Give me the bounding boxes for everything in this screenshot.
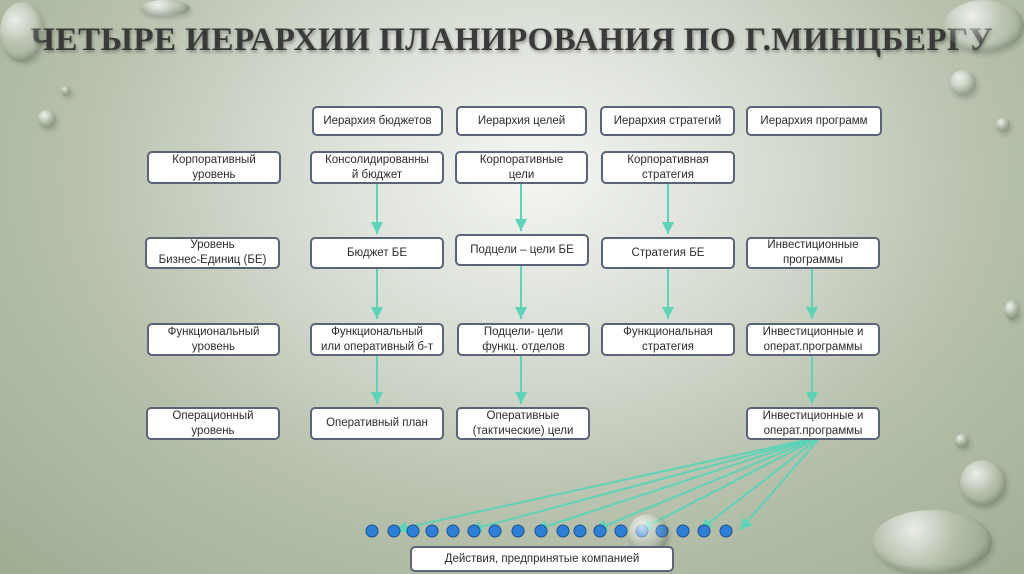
header-strategy-hierarchy: Иерархия стратегий — [600, 106, 735, 136]
bubble-decoration — [960, 460, 1006, 506]
bubble-decoration — [950, 70, 976, 96]
cell-goal-corporate: Корпоративные цели — [455, 151, 588, 184]
cell-goal-functional: Подцели- цели функц. отделов — [457, 323, 590, 356]
header-goal-hierarchy: Иерархия целей — [456, 106, 587, 136]
cell-budget-operational: Оперативный план — [310, 407, 444, 440]
bubble-decoration — [872, 510, 992, 574]
bubble-decoration — [955, 434, 969, 448]
action-dot — [365, 524, 379, 538]
bubble-decoration — [996, 118, 1010, 132]
action-dot — [446, 524, 460, 538]
cell-program-business: Инвестиционные программы — [746, 237, 880, 269]
action-dot — [593, 524, 607, 538]
cell-goal-operational: Оперативные (тактические) цели — [456, 407, 590, 440]
fan-arrow-3 — [534, 439, 811, 532]
fan-arrow-1 — [394, 439, 807, 534]
fan-arrow-7 — [739, 439, 819, 531]
action-dot — [425, 524, 439, 538]
action-dot — [697, 524, 711, 538]
action-dot — [511, 524, 525, 538]
fan-arrow-2 — [469, 439, 809, 533]
bubble-decoration — [944, 0, 1024, 52]
bubble-decoration — [61, 86, 71, 96]
level-business: Уровень Бизнес-Единиц (БЕ) — [145, 237, 280, 269]
action-dot — [387, 524, 401, 538]
cell-goal-business: Подцели – цели БЕ — [455, 234, 589, 266]
header-budget-hierarchy: Иерархия бюджетов — [312, 106, 443, 136]
bubble-decoration — [1005, 300, 1019, 320]
action-dot — [534, 524, 548, 538]
level-operational: Операционный уровень — [146, 407, 280, 440]
header-program-hierarchy: Иерархия программ — [746, 106, 882, 136]
cell-program-functional: Инвестиционные и операт.программы — [746, 323, 880, 356]
action-dot — [614, 524, 628, 538]
cell-program-operational: Инвестиционные и операт.программы — [746, 407, 880, 440]
fan-arrow-5 — [639, 439, 815, 531]
action-dot — [573, 524, 587, 538]
cell-strategy-corporate: Корпоративная стратегия — [601, 151, 735, 184]
action-dot — [467, 524, 481, 538]
action-dot — [676, 524, 690, 538]
actions-box: Действия, предпринятые компанией — [410, 546, 674, 572]
action-dot — [488, 524, 502, 538]
level-corporate: Корпоративный уровень — [147, 151, 281, 184]
fan-arrow-6 — [699, 439, 817, 531]
page-title: ЧЕТЫРЕ ИЕРАРХИИ ПЛАНИРОВАНИЯ ПО Г.МИНЦБЕ… — [30, 22, 994, 58]
action-dot — [406, 524, 420, 538]
bubble-decoration — [38, 110, 56, 128]
bubble-decoration — [0, 2, 44, 62]
cell-budget-business: Бюджет БЕ — [310, 237, 444, 269]
action-dot — [719, 524, 733, 538]
cell-strategy-business: Стратегия БЕ — [601, 237, 735, 269]
action-dot — [556, 524, 570, 538]
fan-arrow-4 — [594, 439, 813, 531]
cell-budget-corporate: Консолидированны й бюджет — [310, 151, 444, 184]
level-functional: Функциональный уровень — [147, 323, 280, 356]
bubble-decoration — [140, 0, 190, 16]
cell-strategy-functional: Функциональная стратегия — [601, 323, 735, 356]
cell-budget-functional: Функциональный или оперативный б-т — [310, 323, 444, 356]
